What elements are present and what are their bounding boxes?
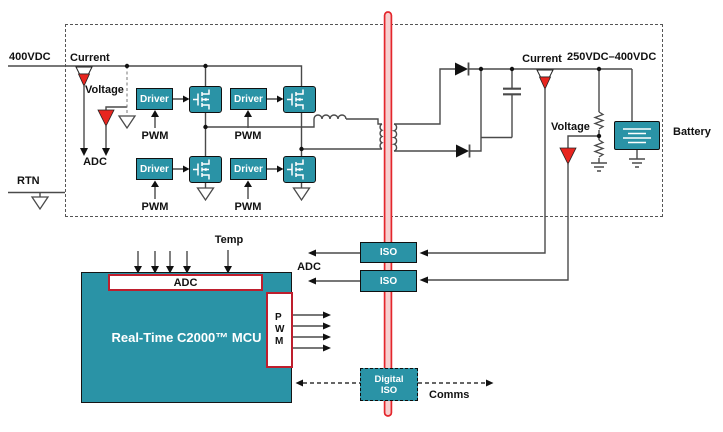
junction-dots bbox=[124, 63, 602, 152]
voltage-divider-resistors bbox=[593, 111, 605, 158]
digital-iso-block: Digital ISO bbox=[360, 368, 418, 401]
gate-driver-2-label: Driver bbox=[234, 93, 263, 105]
iso-adc-feed-label: ADC bbox=[297, 261, 321, 273]
battery-label: Battery bbox=[673, 126, 711, 138]
series-inductor bbox=[313, 114, 347, 120]
current-sensor-primary-icon bbox=[75, 66, 93, 75]
iso-block-1: ISO bbox=[360, 242, 417, 263]
pwm-input-label-2: PWM bbox=[234, 130, 262, 142]
pwm-input-label-1: PWM bbox=[141, 130, 169, 142]
pwm-input-label-3: PWM bbox=[141, 201, 169, 213]
pwm-letter-w: W bbox=[275, 324, 285, 335]
primary-current-label: Current bbox=[70, 52, 110, 64]
output-capacitor bbox=[503, 87, 521, 96]
transformer-secondary bbox=[391, 123, 398, 152]
temp-label: Temp bbox=[214, 234, 244, 246]
battery-block bbox=[614, 121, 660, 150]
voltage-sensor-primary-icon bbox=[97, 109, 115, 127]
iso-1-label: ISO bbox=[379, 247, 398, 258]
mcu-block bbox=[81, 272, 292, 403]
mosfet-icon bbox=[287, 89, 304, 110]
sense-feedback-wires bbox=[428, 89, 569, 281]
ground-symbols bbox=[30, 115, 645, 211]
wires bbox=[8, 65, 638, 384]
gate-driver-3-label: Driver bbox=[140, 163, 169, 175]
mosfet-icon bbox=[193, 159, 210, 180]
mosfet-q1 bbox=[189, 86, 222, 113]
isolation-barrier-line bbox=[383, 11, 393, 417]
output-bus-range-label: 250VDC–400VDC bbox=[567, 51, 657, 63]
battery-icon bbox=[623, 128, 651, 144]
arrowheads bbox=[80, 95, 494, 387]
comms-label: Comms bbox=[429, 389, 470, 401]
primary-adc-feed-label: ADC bbox=[83, 156, 107, 168]
mosfet-q4 bbox=[283, 156, 316, 183]
secondary-ground-icons bbox=[591, 158, 645, 172]
gate-driver-4: Driver bbox=[230, 158, 267, 180]
secondary-voltage-label: Voltage bbox=[551, 121, 590, 133]
current-sensor-secondary-icon bbox=[536, 69, 554, 78]
mcu-adc-label: ADC bbox=[173, 276, 198, 289]
gate-driver-1-label: Driver bbox=[140, 93, 169, 105]
bridge-left-ground-icon bbox=[196, 187, 215, 202]
pwm-input-label-4: PWM bbox=[234, 201, 262, 213]
power-stage-dashed-boundary bbox=[65, 24, 663, 217]
mcu-pwm-module: P W M bbox=[266, 292, 293, 368]
gate-driver-1: Driver bbox=[136, 88, 173, 110]
mcu-title: Real-Time C2000™ MCU bbox=[111, 330, 262, 345]
mosfet-icon bbox=[193, 89, 210, 110]
mcu-adc-module: ADC bbox=[108, 274, 263, 291]
digital-iso-label-line1: Digital bbox=[374, 373, 404, 385]
rectifier-diodes bbox=[455, 62, 471, 158]
iso-2-label: ISO bbox=[379, 275, 398, 287]
sense-points bbox=[75, 66, 577, 165]
digital-iso-label-line2: ISO bbox=[380, 384, 398, 396]
iso-block-2: ISO bbox=[360, 270, 417, 292]
transformer-primary bbox=[379, 123, 384, 150]
mosfet-icon bbox=[287, 159, 304, 180]
primary-voltage-label: Voltage bbox=[85, 84, 124, 96]
gate-driver-3: Driver bbox=[136, 158, 173, 180]
divider-ground-icon bbox=[117, 115, 137, 130]
mosfet-q3 bbox=[189, 156, 222, 183]
rtn-label: RTN bbox=[17, 175, 40, 187]
rtn-wire bbox=[8, 191, 65, 197]
gate-driver-2: Driver bbox=[230, 88, 267, 110]
pwm-letter-m: M bbox=[275, 336, 284, 347]
mosfet-q2 bbox=[283, 86, 316, 113]
rtn-ground-icon bbox=[30, 196, 50, 211]
pwm-letter-p: P bbox=[275, 312, 282, 323]
output-capacitor-wires bbox=[481, 69, 513, 139]
secondary-current-label: Current bbox=[522, 53, 562, 65]
voltage-sensor-secondary-icon bbox=[559, 147, 577, 165]
input-bus-label: 400VDC bbox=[9, 51, 51, 63]
bridge-right-ground-icon bbox=[292, 187, 311, 202]
gate-driver-4-label: Driver bbox=[234, 163, 263, 175]
